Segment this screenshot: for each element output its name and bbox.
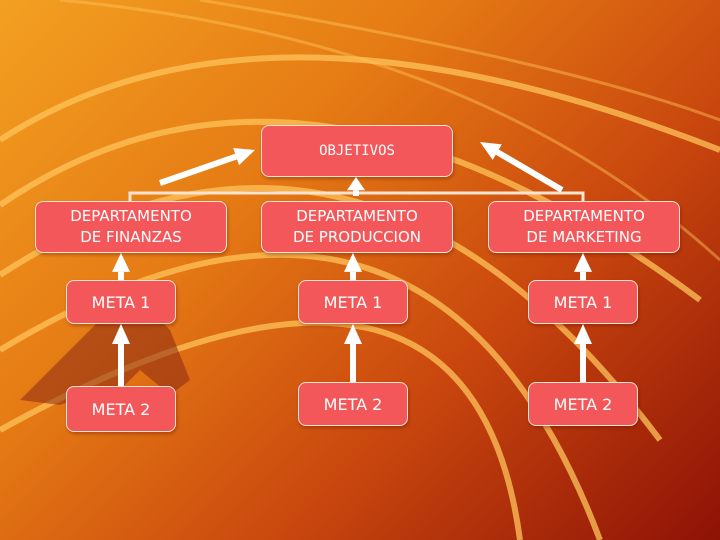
department-marketing-label: DEPARTAMENTO DE MARKETING bbox=[523, 207, 645, 246]
department-production-box: DEPARTAMENTO DE PRODUCCION bbox=[261, 201, 453, 253]
department-marketing-box: DEPARTAMENTO DE MARKETING bbox=[488, 201, 680, 253]
finance-goal-2-box: META 2 bbox=[66, 386, 176, 432]
marketing-goal-2-box: META 2 bbox=[528, 382, 638, 426]
marketing-goal-2-label: META 2 bbox=[553, 394, 613, 414]
finance-goal-1-box: META 1 bbox=[66, 280, 176, 324]
production-goal-1-box: META 1 bbox=[298, 280, 408, 324]
finance-goal-1-label: META 1 bbox=[91, 292, 151, 312]
production-goal-1-label: META 1 bbox=[323, 292, 383, 312]
marketing-goal-1-label: META 1 bbox=[553, 292, 613, 312]
marketing-goal-1-box: META 1 bbox=[528, 280, 638, 324]
objectives-label: OBJETIVOS bbox=[319, 143, 395, 159]
production-goal-2-label: META 2 bbox=[323, 394, 383, 414]
department-finance-label: DEPARTAMENTO DE FINANZAS bbox=[70, 207, 192, 246]
department-production-label: DEPARTAMENTO DE PRODUCCION bbox=[293, 207, 421, 246]
department-finance-box: DEPARTAMENTO DE FINANZAS bbox=[35, 201, 227, 253]
production-goal-2-box: META 2 bbox=[298, 382, 408, 426]
objectives-box: OBJETIVOS bbox=[261, 125, 453, 177]
finance-goal-2-label: META 2 bbox=[91, 399, 151, 419]
